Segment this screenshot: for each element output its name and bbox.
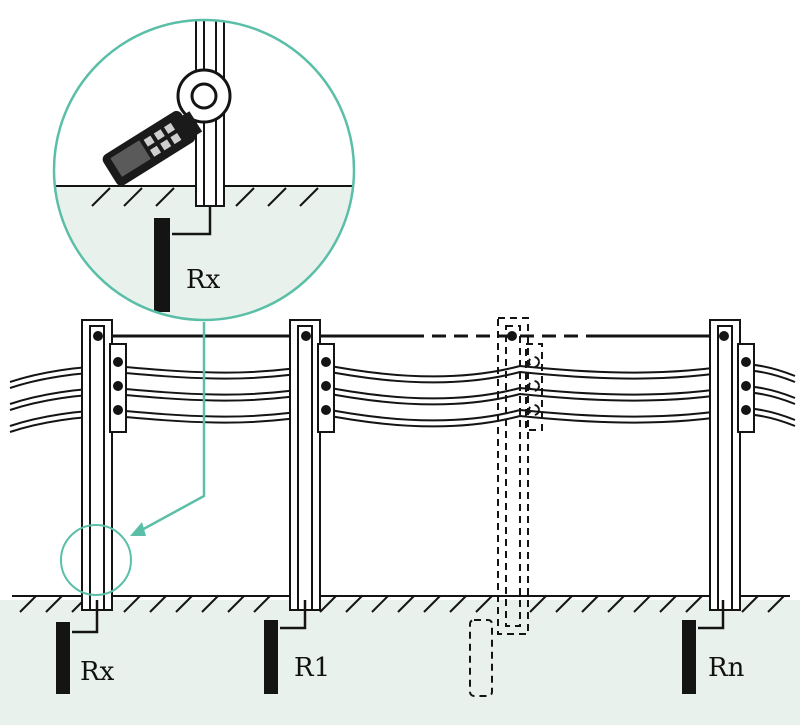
ground-hatching bbox=[19, 595, 785, 613]
tower-dashed bbox=[469, 317, 543, 697]
inset-ground-electrode bbox=[154, 218, 170, 312]
tower-rn bbox=[682, 319, 755, 694]
clamp-meter-icon bbox=[102, 68, 232, 186]
phase-conductors bbox=[9, 362, 796, 433]
ground-electrode-dashed bbox=[469, 619, 493, 697]
ground-area bbox=[0, 600, 800, 725]
electrode-label-rn: Rn bbox=[708, 653, 745, 683]
measurement-point-circle bbox=[60, 524, 132, 596]
tower-rx bbox=[56, 319, 127, 694]
electrode-label-rx: Rx bbox=[80, 657, 115, 687]
tower-r1 bbox=[264, 319, 335, 694]
leader-line bbox=[137, 322, 206, 534]
inset-electrode-label: Rx bbox=[186, 265, 221, 295]
ground-electrode-rx bbox=[56, 622, 70, 694]
electrode-label-r1: R1 bbox=[294, 653, 330, 683]
ground-electrode-r1 bbox=[264, 620, 278, 694]
leader-arrowhead bbox=[130, 522, 146, 536]
ground-electrode-rn bbox=[682, 620, 696, 694]
